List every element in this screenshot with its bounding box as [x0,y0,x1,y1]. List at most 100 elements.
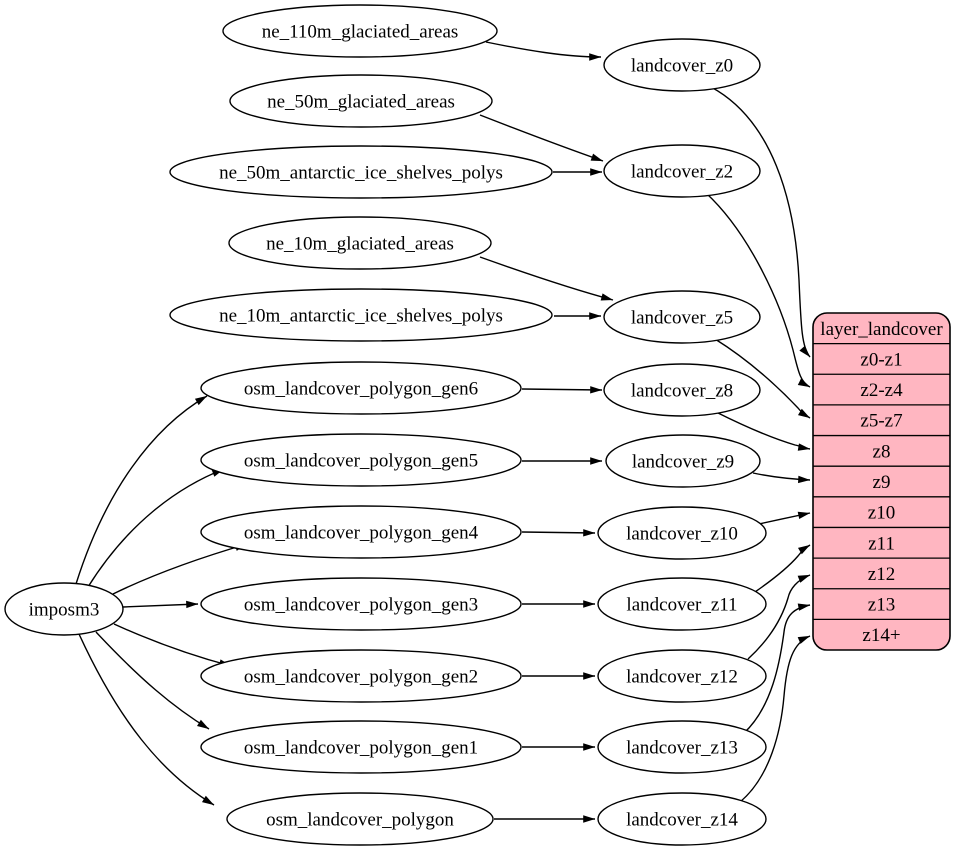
edge-imposm3-to-osm-landcover-polygon-gen2 [113,623,232,667]
edge-imposm3-to-osm-landcover-polygon-gen1 [95,631,210,730]
node-ellipse [603,38,761,92]
node-landcover-z8: landcover_z8 [603,363,761,417]
node-label: landcover_z5 [631,308,733,329]
node-ellipse [226,792,494,846]
node-ellipse [603,290,761,344]
node-landcover-z11: landcover_z11 [597,577,767,631]
node-landcover-z5: landcover_z5 [603,290,761,344]
nodes-layer: imposm3 ne_110m_glaciated_areas ne_50m_gla… [4,4,951,846]
node-ne-50m-antarctic-ice-shelves-polys: ne_50m_antarctic_ice_shelves_polys [169,145,553,199]
node-label: osm_landcover_polygon [266,810,454,831]
edge-osm-landcover-polygon-gen4-to-landcover-z10 [521,529,596,537]
node-ellipse [597,506,767,560]
node-ellipse [603,363,761,417]
node-ne-10m-antarctic-ice-shelves-polys: ne_10m_antarctic_ice_shelves_polys [169,288,553,342]
node-ne-50m-glaciated-areas: ne_50m_glaciated_areas [229,74,493,128]
edge-imposm3-to-osm-landcover-polygon-gen4 [112,543,248,595]
node-ellipse [169,288,553,342]
edge-imposm3-to-osm-landcover-polygon-gen3 [122,600,199,609]
node-osm-landcover-polygon-gen3: osm_landcover_polygon_gen3 [200,577,522,631]
record-row-z10: z10 [868,503,895,524]
record-layer-landcover: layer_landcover z0-z1 z2-z4 z5-z7 z8 z9 z10 z11… [812,312,951,651]
node-label: ne_10m_antarctic_ice_shelves_polys [219,306,503,327]
node-label: landcover_z12 [626,667,738,688]
node-ellipse [605,434,761,488]
edge-ne-110m-glaciated-areas-to-landcover-z0 [485,41,602,61]
node-label: ne_50m_antarctic_ice_shelves_polys [219,163,503,184]
record-row-z8: z8 [873,441,891,462]
record-title: layer_landcover [820,319,943,340]
node-label: osm_landcover_polygon_gen1 [244,738,478,759]
node-label: ne_110m_glaciated_areas [262,22,459,43]
record-row-z14-: z14+ [862,625,900,646]
node-ellipse [200,577,522,631]
record-row-z5-z7: z5-z7 [860,411,902,432]
node-ellipse [200,505,522,559]
node-label: ne_10m_glaciated_areas [266,234,454,255]
edge-landcover-z9-to-layer-landcover-z9 [752,472,811,484]
edge-imposm3-to-osm-landcover-polygon-gen6 [75,395,208,585]
node-ellipse [597,792,767,846]
node-ellipse [200,649,522,703]
node-label: landcover_z10 [626,524,738,545]
node-label: imposm3 [29,600,100,621]
node-label: landcover_z0 [631,56,733,77]
edge-landcover-z11-to-layer-landcover-z11 [754,544,811,593]
edge-imposm3-to-osm-landcover-polygon-gen5 [87,468,225,588]
record-row-z2-z4: z2-z4 [860,380,903,401]
edge-landcover-z0-to-layer-landcover-z0-z1 [710,86,811,358]
node-label: landcover_z9 [632,452,734,473]
edge-landcover-z13-to-layer-landcover-z13 [743,603,811,734]
node-label: landcover_z14 [626,810,738,831]
edge-landcover-z14-to-layer-landcover-z14- [739,635,811,803]
node-ellipse [4,582,124,636]
record-row-z0-z1: z0-z1 [860,349,902,370]
node-label: landcover_z8 [631,381,733,402]
edge-ne-50m-glaciated-areas-to-landcover-z2 [479,114,604,162]
node-ellipse [228,216,492,270]
node-osm-landcover-polygon-gen1: osm_landcover_polygon_gen1 [200,720,522,774]
node-ellipse [200,361,522,415]
node-ellipse [603,144,761,198]
node-label: osm_landcover_polygon_gen4 [244,523,479,544]
node-osm-landcover-polygon-gen4: osm_landcover_polygon_gen4 [200,505,522,559]
node-label: landcover_z2 [631,162,733,183]
node-landcover-z13: landcover_z13 [597,720,767,774]
edge-imposm3-to-osm-landcover-polygon [78,633,215,806]
node-label: osm_landcover_polygon_gen5 [244,451,478,472]
node-imposm3: imposm3 [4,582,124,636]
edge-ne-10m-glaciated-areas-to-landcover-z5 [479,256,614,301]
node-ne-10m-glaciated-areas: ne_10m_glaciated_areas [228,216,492,270]
node-label: osm_landcover_polygon_gen3 [244,595,478,616]
node-ellipse [597,720,767,774]
edges-layer [75,41,811,823]
record-outline [812,312,951,651]
record-row-z13: z13 [868,595,895,616]
node-landcover-z9: landcover_z9 [605,434,761,488]
node-label: landcover_z11 [626,595,737,616]
edge-osm-landcover-polygon-gen6-to-landcover-z8 [521,386,603,394]
node-landcover-z12: landcover_z12 [597,649,767,703]
record-row-z11: z11 [868,533,895,554]
node-label: ne_50m_glaciated_areas [267,92,455,113]
node-landcover-z2: landcover_z2 [603,144,761,198]
node-ellipse [200,433,522,487]
node-landcover-z0: landcover_z0 [603,38,761,92]
node-osm-landcover-polygon-gen2: osm_landcover_polygon_gen2 [200,649,522,703]
record-row-z9: z9 [873,472,891,493]
node-label: osm_landcover_polygon_gen6 [244,379,478,400]
node-landcover-z10: landcover_z10 [597,506,767,560]
node-landcover-z14: landcover_z14 [597,792,767,846]
record-row-z12: z12 [868,564,895,585]
edge-landcover-z2-to-layer-landcover-z2-z4 [705,192,811,388]
edge-landcover-z5-to-layer-landcover-z5-z7 [714,338,811,419]
node-label: osm_landcover_polygon_gen2 [244,667,478,688]
edge-landcover-z10-to-layer-landcover-z10 [758,511,811,525]
node-ellipse [200,720,522,774]
node-ellipse [597,649,767,703]
edge-landcover-z8-to-layer-landcover-z8 [715,411,811,451]
node-ellipse [229,74,493,128]
node-ne-110m-glaciated-areas: ne_110m_glaciated_areas [222,4,498,58]
